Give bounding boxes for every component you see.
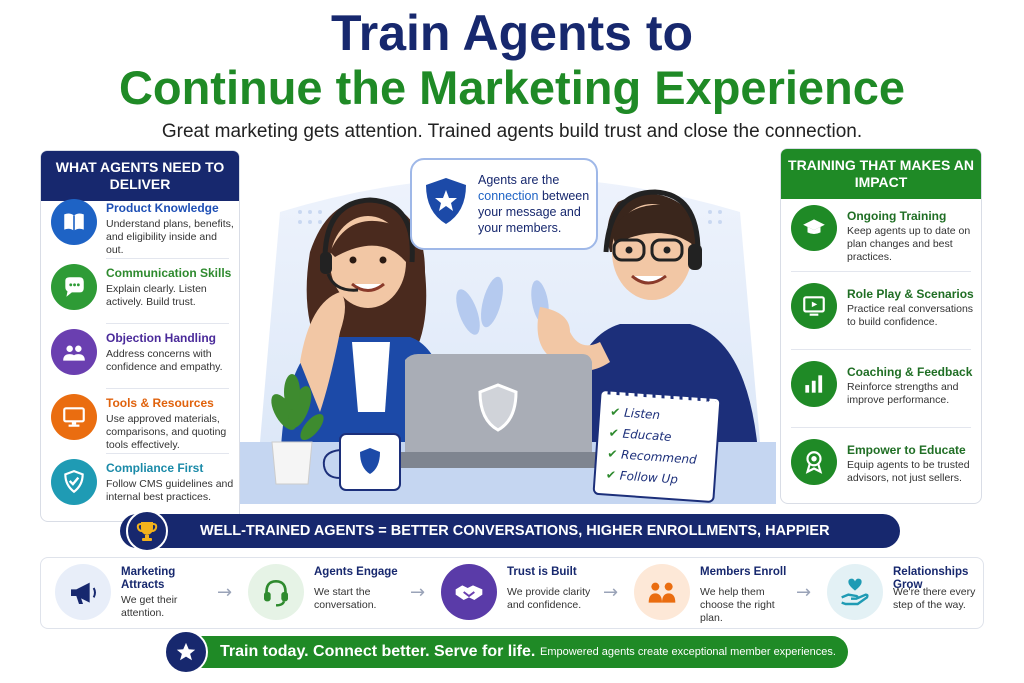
right-panel-header: TRAINING THAT MAKES AN IMPACT — [781, 149, 981, 199]
monitor-icon — [51, 394, 97, 440]
flow-step: Trust is Built We provide clarity and con… — [433, 558, 618, 630]
video-screen-icon — [791, 283, 837, 329]
headset-icon — [248, 564, 304, 620]
left-item-desc: Follow CMS guidelines and internal best … — [106, 478, 234, 503]
left-panel-header: WHAT AGENTS NEED TO DELIVER — [41, 151, 239, 201]
flow-step-desc: We start the conversation. — [314, 586, 377, 611]
megaphone-icon — [55, 564, 111, 620]
divider — [106, 323, 229, 324]
divider — [106, 388, 229, 389]
trophy-icon — [126, 510, 168, 552]
left-item-title: Communication Skills — [106, 266, 232, 280]
left-item-desc: Address concerns with confidence and emp… — [106, 348, 223, 373]
check-icon: ✔ — [605, 467, 617, 483]
flow-step-title: Relationships Grow — [893, 566, 969, 591]
right-item-desc: Keep agents up to date on plan changes a… — [847, 225, 971, 263]
award-icon — [791, 439, 837, 485]
divider — [791, 349, 971, 350]
bubble-text: Agents are the connection between your m… — [478, 173, 590, 235]
flow-step-title: Marketing Attracts — [121, 566, 176, 591]
divider — [791, 271, 971, 272]
flow-step-desc: We help them choose the right plan. — [700, 586, 775, 624]
people-icon — [51, 329, 97, 375]
left-panel: WHAT AGENTS NEED TO DELIVER Product Know… — [40, 150, 240, 522]
book-icon — [51, 199, 97, 245]
flow-step-desc: We get their attention. — [121, 594, 178, 619]
right-item-title: Ongoing Training — [847, 209, 947, 223]
bar-chart-icon — [791, 361, 837, 407]
arrow-right-icon: → — [410, 582, 426, 603]
arrow-right-icon: → — [603, 582, 619, 603]
flow-step-title: Trust is Built — [507, 566, 577, 578]
graduation-cap-icon — [791, 205, 837, 251]
footer-main-text: Train today. Connect better. Serve for l… — [220, 643, 536, 660]
checklist-notepad: ✔ Listen ✔ Educate ✔ Recommend ✔ Follow … — [592, 384, 722, 504]
left-item-title: Compliance First — [106, 461, 204, 475]
divider — [791, 427, 971, 428]
flow-step: Marketing Attracts We get their attention… — [47, 558, 232, 630]
divider — [106, 258, 229, 259]
right-panel: TRAINING THAT MAKES AN IMPACT Ongoing Tr… — [780, 148, 982, 504]
chat-icon — [51, 264, 97, 310]
left-item-title: Objection Handling — [106, 331, 216, 345]
check-icon: ✔ — [609, 404, 621, 420]
family-icon — [634, 564, 690, 620]
shield-check-icon — [51, 459, 97, 505]
divider — [106, 453, 229, 454]
right-item-desc: Practice real conversations to build con… — [847, 303, 974, 328]
title-line-1: Train Agents to — [330, 5, 694, 61]
agents-illustration — [240, 177, 776, 504]
handshake-icon — [441, 564, 497, 620]
flow-step: Members Enroll We help them choose the ri… — [626, 558, 811, 630]
flow-step-desc: We provide clarity and confidence. — [507, 586, 591, 611]
journey-flow: Marketing Attracts We get their attention… — [40, 557, 984, 629]
flow-step-title: Agents Engage — [314, 566, 398, 578]
arrow-right-icon: → — [796, 582, 812, 603]
right-item-desc: Equip agents to be trusted advisors, not… — [847, 459, 970, 484]
flow-step: Agents Engage We start the conversation. — [240, 558, 425, 630]
scene-background — [240, 152, 776, 504]
flow-step-title: Members Enroll — [700, 566, 787, 578]
check-icon: ✔ — [608, 425, 620, 441]
subtitle: Great marketing gets attention. Trained … — [161, 121, 863, 142]
footer-small-text: Empowered agents create exceptional memb… — [540, 646, 836, 658]
left-item-desc: Understand plans, benefits, and eligibil… — [106, 218, 234, 256]
right-item-title: Empower to Educate — [847, 443, 966, 457]
arrow-right-icon: → — [217, 582, 233, 603]
key-message-banner: WELL-TRAINED AGENTS = BETTER CONVERSATIO… — [120, 510, 900, 573]
shield-star-icon — [424, 176, 468, 226]
heart-hand-icon — [827, 564, 883, 620]
right-item-title: Role Play & Scenarios — [847, 287, 974, 301]
star-icon — [164, 630, 208, 674]
left-item-title: Tools & Resources — [106, 396, 214, 410]
flow-step-desc: We're there every step of the way. — [893, 586, 976, 611]
title-line-2: Continue the Marketing Experience — [118, 61, 906, 114]
footer-banner: Train today. Connect better. Serve for l… — [164, 630, 848, 674]
check-icon: ✔ — [606, 446, 618, 462]
left-item-desc: Use approved materials, comparisons, and… — [106, 413, 227, 451]
bubble-highlight: connection — [478, 189, 539, 203]
left-item-desc: Explain clearly. Listen actively. Build … — [106, 283, 207, 308]
speech-bubble: Agents are the connection between your m… — [410, 158, 598, 250]
right-item-desc: Reinforce strengths and improve performa… — [847, 381, 959, 406]
right-item-title: Coaching & Feedback — [847, 365, 973, 379]
left-item-title: Product Knowledge — [106, 201, 219, 215]
